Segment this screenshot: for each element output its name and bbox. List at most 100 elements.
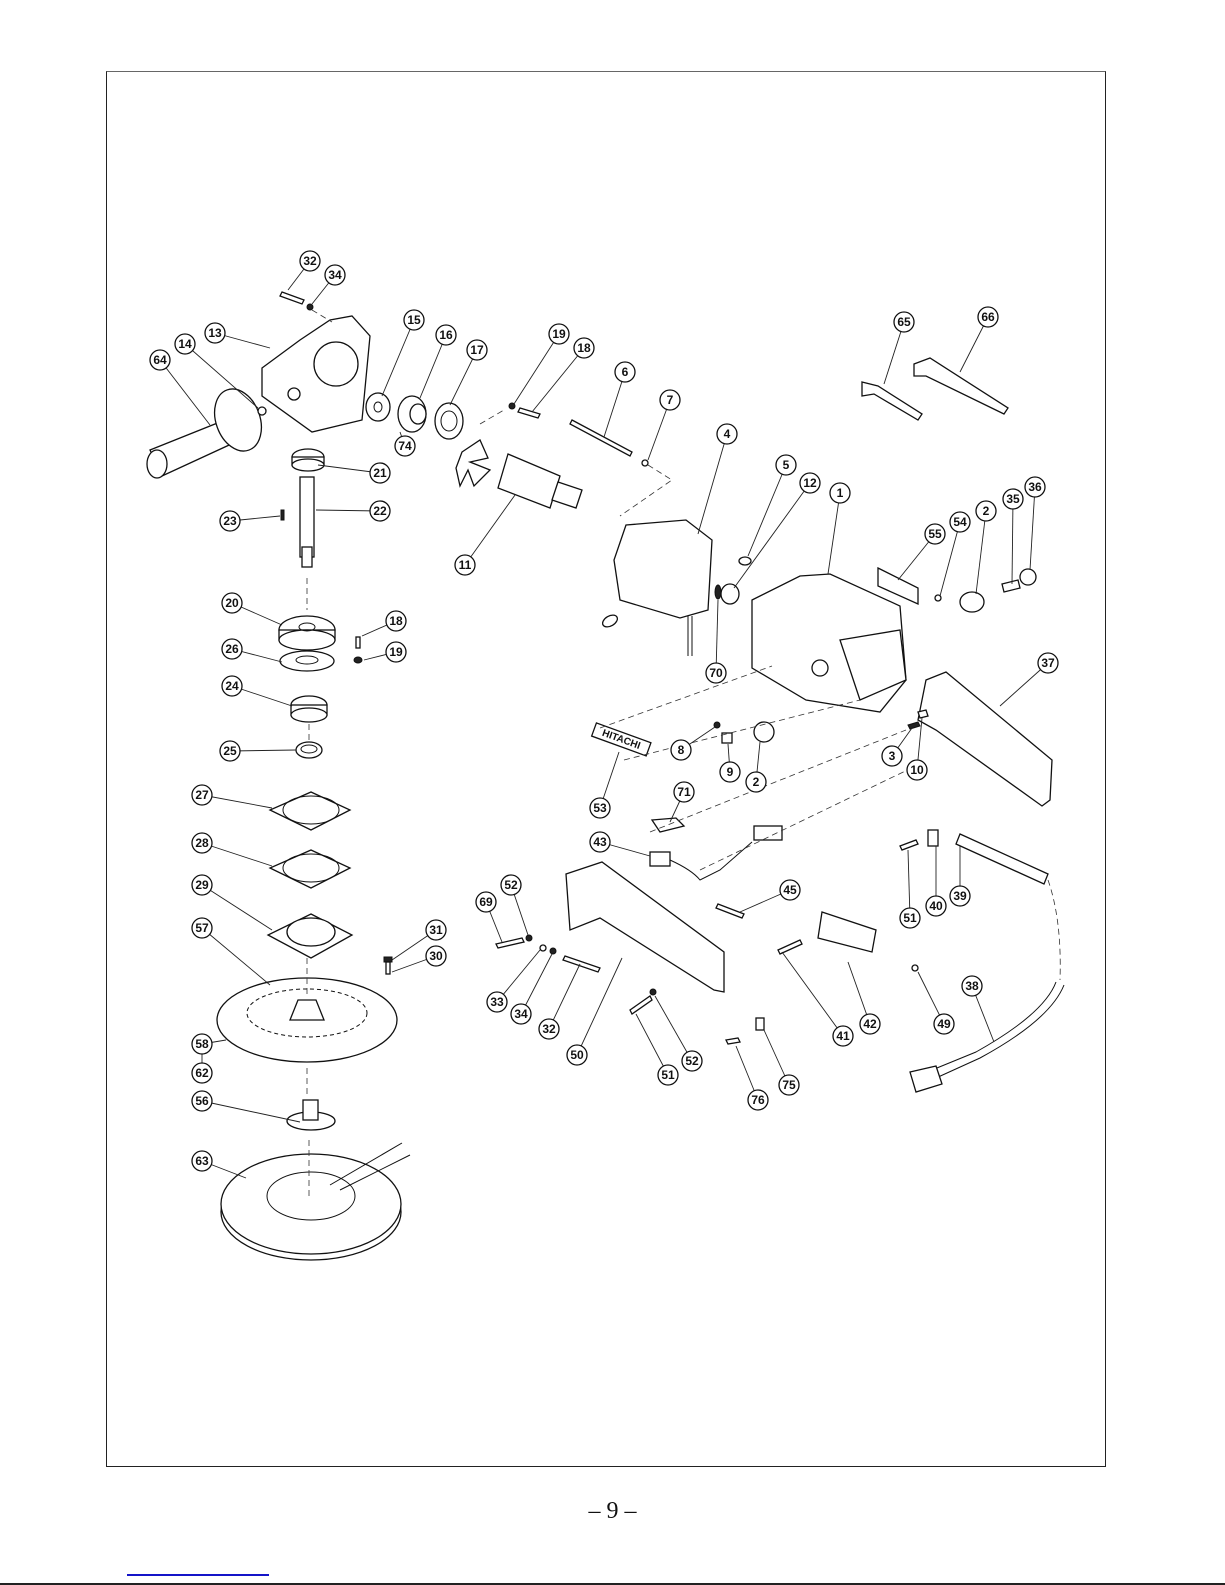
terminal-block-part bbox=[650, 817, 686, 833]
callout-circle bbox=[475, 891, 497, 913]
callout-circle bbox=[191, 917, 213, 939]
rear-housing-part bbox=[565, 861, 725, 993]
callout-label: 70 bbox=[709, 666, 723, 680]
callout-14: 14 bbox=[174, 333, 196, 355]
callout-22: 22 bbox=[369, 500, 391, 522]
callout-circle bbox=[799, 472, 821, 494]
leader-line bbox=[975, 510, 987, 595]
nut-part bbox=[713, 721, 721, 729]
callout-circle bbox=[924, 523, 946, 545]
callout-label: 39 bbox=[953, 889, 967, 903]
spanner-part bbox=[913, 357, 1009, 415]
callout-24: 24 bbox=[221, 675, 243, 697]
screw-part bbox=[934, 594, 942, 602]
oil-seal-part bbox=[295, 741, 323, 759]
diagram-frame bbox=[106, 71, 1106, 1467]
callout-7: 7 bbox=[659, 389, 681, 411]
footer-link-underline[interactable] bbox=[127, 1574, 269, 1576]
washer-part bbox=[649, 988, 657, 996]
callout-label: 5 bbox=[783, 458, 790, 472]
callout-71: 71 bbox=[673, 781, 695, 803]
washer-part bbox=[353, 656, 363, 664]
callout-circle bbox=[1037, 652, 1059, 674]
assembly-lines bbox=[306, 309, 925, 1200]
leader-line bbox=[999, 662, 1049, 707]
callout-label: 66 bbox=[981, 310, 995, 324]
leader-line bbox=[201, 1100, 301, 1123]
callout-18: 18 bbox=[385, 610, 407, 632]
callout-label: 74 bbox=[398, 439, 412, 453]
callout-15: 15 bbox=[403, 309, 425, 331]
screw-part bbox=[355, 636, 361, 649]
washer-part bbox=[508, 402, 516, 410]
leader-line bbox=[1029, 486, 1036, 571]
callout-45: 45 bbox=[779, 879, 801, 901]
callout-circle bbox=[221, 675, 243, 697]
callout-circle bbox=[716, 423, 738, 445]
callout-label: 40 bbox=[929, 899, 943, 913]
callout-label: 49 bbox=[937, 1017, 951, 1031]
rubber-pad-part bbox=[216, 977, 398, 1063]
cord-armor-part bbox=[955, 833, 1049, 885]
callout-label: 23 bbox=[223, 514, 237, 528]
callout-label: 7 bbox=[667, 393, 674, 407]
callout-1: 1 bbox=[829, 482, 851, 504]
leader-line bbox=[781, 951, 844, 1037]
brush-part bbox=[755, 1017, 765, 1031]
callout-19: 19 bbox=[548, 323, 570, 345]
screw-part bbox=[562, 955, 601, 973]
leader-line bbox=[513, 333, 560, 405]
callout-circle bbox=[500, 874, 522, 896]
brush-holder-part bbox=[721, 732, 733, 744]
key-part bbox=[280, 509, 285, 521]
callout-42: 42 bbox=[859, 1013, 881, 1035]
leader-line bbox=[419, 334, 447, 399]
nut-part bbox=[539, 944, 547, 952]
callout-label: 30 bbox=[429, 949, 443, 963]
callout-2: 2 bbox=[745, 771, 767, 793]
callout-label: 15 bbox=[407, 313, 421, 327]
screw-part bbox=[911, 964, 919, 972]
callout-circle bbox=[779, 879, 801, 901]
callout-circle bbox=[977, 306, 999, 328]
callout-circle bbox=[657, 1064, 679, 1086]
washer-part bbox=[306, 303, 314, 311]
callout-66: 66 bbox=[977, 306, 999, 328]
callout-circle bbox=[510, 1003, 532, 1025]
callout-circle bbox=[369, 462, 391, 484]
callout-circle bbox=[466, 339, 488, 361]
callout-label: 13 bbox=[208, 326, 222, 340]
leader-line bbox=[381, 319, 415, 397]
callout-label: 45 bbox=[783, 883, 797, 897]
connector-part bbox=[715, 903, 745, 919]
callout-circle bbox=[191, 1090, 213, 1112]
callout-label: 76 bbox=[751, 1093, 765, 1107]
callout-18: 18 bbox=[573, 337, 595, 359]
nut-part bbox=[257, 406, 267, 416]
bearing-cover-part bbox=[266, 913, 354, 959]
callout-38: 38 bbox=[961, 975, 983, 997]
callout-label: 43 bbox=[593, 835, 607, 849]
callout-circle bbox=[548, 323, 570, 345]
callout-26: 26 bbox=[221, 638, 243, 660]
leader-line bbox=[939, 521, 961, 597]
callout-label: 12 bbox=[803, 476, 817, 490]
side-handle-part bbox=[146, 388, 263, 479]
callout-circle bbox=[566, 1044, 588, 1066]
leader-line bbox=[733, 482, 811, 589]
leader-line bbox=[847, 961, 871, 1025]
leader-line bbox=[907, 849, 911, 919]
washer-part bbox=[714, 584, 722, 600]
callout-label: 26 bbox=[225, 642, 239, 656]
callout-64: 64 bbox=[149, 349, 171, 371]
callout-circle bbox=[859, 1013, 881, 1035]
callout-circle bbox=[906, 759, 928, 781]
callout-label: 3 bbox=[889, 749, 896, 763]
page-number: – 9 – bbox=[0, 1498, 1225, 1525]
callout-label: 18 bbox=[389, 614, 403, 628]
leader-line bbox=[1011, 498, 1014, 585]
page-number-dash-left: – bbox=[588, 1498, 601, 1524]
callout-label: 65 bbox=[897, 315, 911, 329]
callout-circle bbox=[219, 740, 241, 762]
bearing-part bbox=[365, 392, 391, 422]
